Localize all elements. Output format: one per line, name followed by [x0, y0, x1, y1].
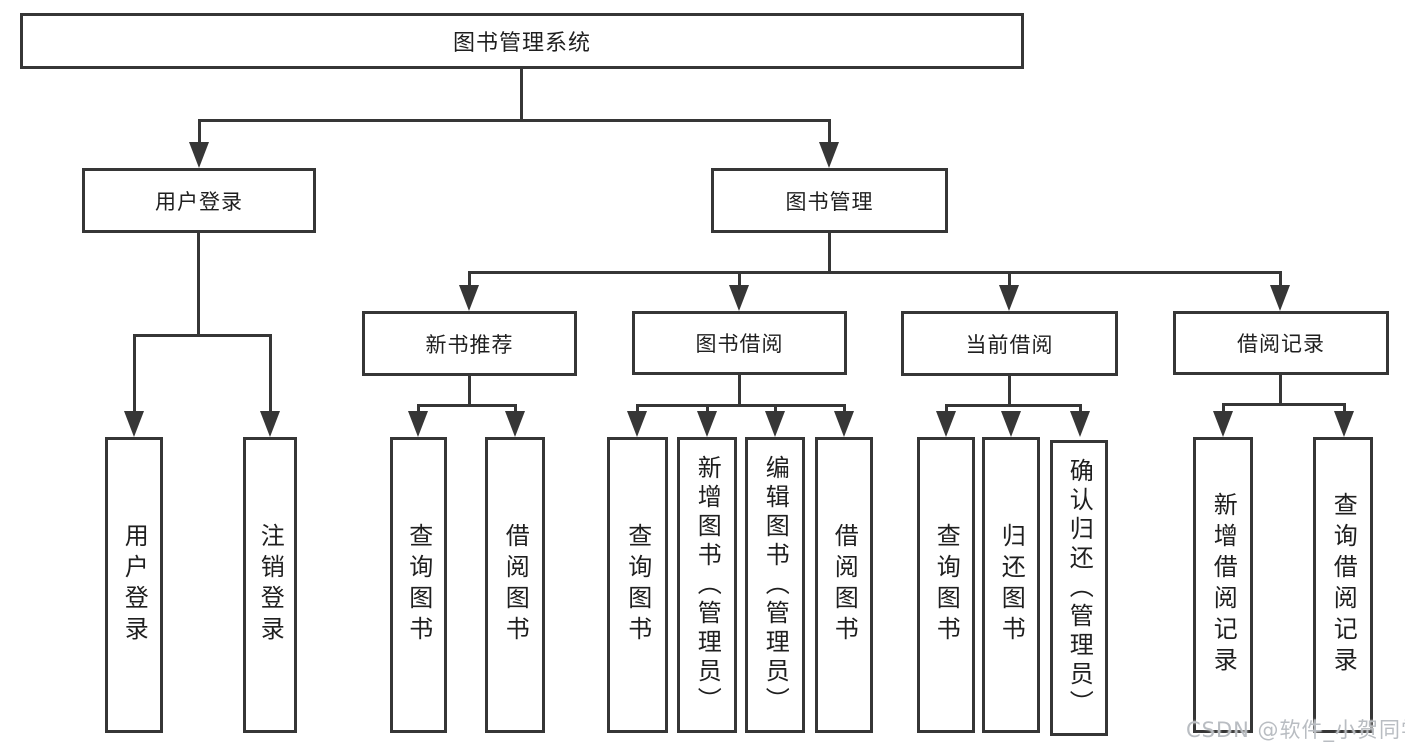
arrowhead-icon [936, 411, 956, 437]
connector-line [1008, 271, 1011, 291]
arrowhead-icon [834, 411, 854, 437]
connector-line [1279, 375, 1282, 406]
connector-line [468, 271, 471, 291]
arrowhead-icon [819, 142, 839, 168]
connector-line [636, 404, 846, 407]
connector-line [514, 404, 517, 416]
node-borrow-records: 借阅记录 [1173, 311, 1389, 375]
connector-line [774, 404, 777, 416]
arrowhead-icon [124, 411, 144, 437]
connector-line [828, 119, 831, 149]
connector-line [197, 233, 200, 337]
leaf-logout: 注销登录 [243, 437, 297, 733]
arrowhead-icon [505, 411, 525, 437]
arrowhead-icon [697, 411, 717, 437]
connector-line [738, 271, 741, 291]
connector-line [417, 404, 420, 416]
connector-line [945, 404, 1082, 407]
leaf-current-query-books: 查询图书 [917, 437, 975, 733]
connector-line [843, 404, 846, 416]
leaf-borrow-add-books-admin: 新增图书（管理员） [677, 437, 737, 733]
leaf-newbook-query-books: 查询图书 [390, 437, 447, 733]
connector-line [1279, 271, 1282, 291]
connector-line [636, 404, 639, 416]
leaf-current-return-books: 归还图书 [982, 437, 1040, 733]
arrowhead-icon [1334, 411, 1354, 437]
watermark: CSDN @软件_小贺同学 [1186, 718, 1405, 742]
connector-line [706, 404, 709, 416]
arrowhead-icon [260, 411, 280, 437]
connector-line [417, 404, 517, 407]
connector-line [945, 404, 948, 416]
leaf-user-login: 用户登录 [105, 437, 163, 733]
arrowhead-icon [1070, 411, 1090, 437]
node-book-borrow: 图书借阅 [632, 311, 847, 375]
connector-line [468, 271, 1282, 274]
connector-line [133, 334, 136, 414]
arrowhead-icon [459, 285, 479, 311]
leaf-records-add-record: 新增借阅记录 [1193, 437, 1253, 733]
node-book-management: 图书管理 [711, 168, 948, 233]
connector-line [1079, 404, 1082, 416]
arrowhead-icon [627, 411, 647, 437]
arrowhead-icon [1213, 411, 1233, 437]
node-user-login: 用户登录 [82, 168, 316, 233]
connector-line [133, 334, 272, 337]
arrowhead-icon [1270, 285, 1290, 311]
arrowhead-icon [189, 142, 209, 168]
connector-line [198, 119, 830, 122]
arrowhead-icon [408, 411, 428, 437]
node-new-book-recommend: 新书推荐 [362, 311, 577, 376]
node-root: 图书管理系统 [20, 13, 1024, 69]
node-current-borrow: 当前借阅 [901, 311, 1118, 376]
arrowhead-icon [765, 411, 785, 437]
leaf-newbook-borrow-books: 借阅图书 [485, 437, 545, 733]
leaf-borrow-query-books: 查询图书 [607, 437, 668, 733]
connector-line [198, 119, 201, 149]
connector-line [520, 69, 523, 122]
arrowhead-icon [729, 285, 749, 311]
connector-line [1008, 376, 1011, 407]
leaf-records-query-record: 查询借阅记录 [1313, 437, 1373, 733]
connector-line [738, 375, 741, 407]
connector-line [828, 233, 831, 274]
leaf-borrow-edit-books-admin: 编辑图书（管理员） [745, 437, 805, 733]
arrowhead-icon [1001, 411, 1021, 437]
connector-line [1222, 403, 1225, 416]
leaf-current-confirm-return-admin: 确认归还（管理员） [1050, 440, 1108, 736]
connector-line [468, 376, 471, 407]
arrowhead-icon [999, 285, 1019, 311]
connector-line [1343, 403, 1346, 416]
connector-line [1222, 403, 1346, 406]
connector-line [269, 334, 272, 414]
leaf-borrow-borrow-books: 借阅图书 [815, 437, 873, 733]
